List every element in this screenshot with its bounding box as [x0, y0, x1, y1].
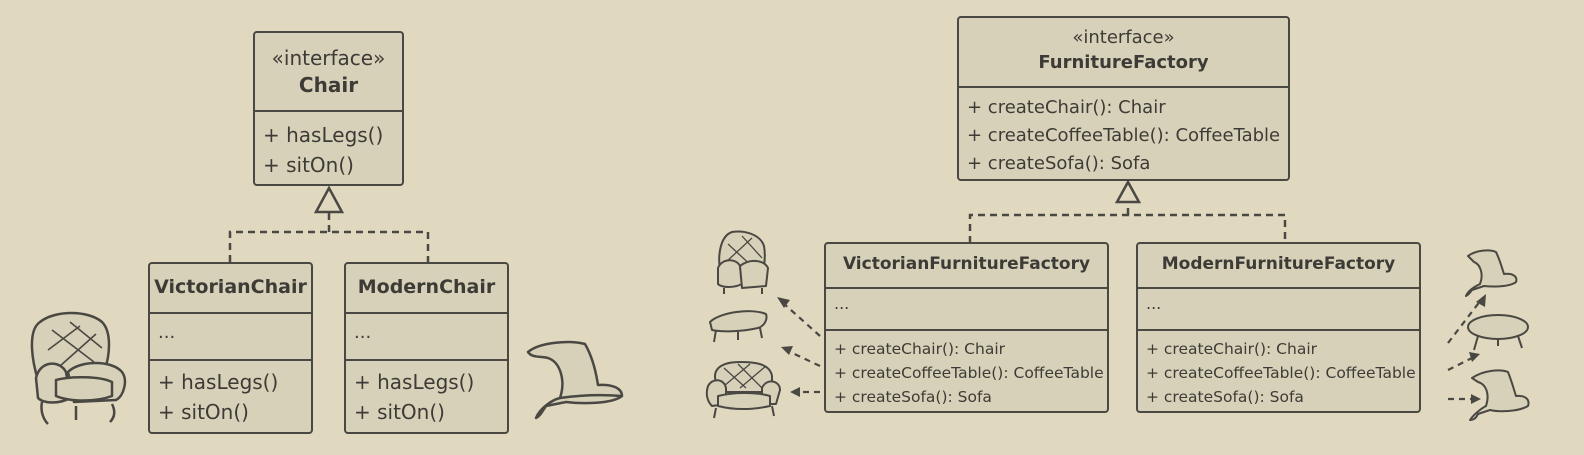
field: ... [1146, 294, 1162, 313]
modern-chair-name: ModernChair [357, 276, 496, 298]
modern-furniture-factory-name: ModernFurnitureFactory [1161, 254, 1396, 274]
victorian-chair-methods: + hasLegs() + sitOn() [150, 359, 311, 432]
modern-chair-fields: ... [346, 312, 507, 359]
modern-sofa-icon [1469, 369, 1530, 421]
method: + createChair(): Chair [1146, 340, 1318, 358]
method: + hasLegs() [354, 370, 475, 394]
method: + createCoffeeTable(): CoffeeTable [1146, 364, 1416, 382]
victorian-armchair-icon [30, 311, 127, 425]
method: + sitOn() [354, 400, 445, 424]
method: + createSofa(): Sofa [967, 153, 1151, 174]
victorian-product-arrows [781, 301, 821, 394]
victorian-chair-class-box: VictorianChair ... + hasLegs() + sitOn() [148, 262, 313, 434]
victorian-chair-header: VictorianChair [150, 264, 311, 312]
victorian-chair-small-icon [717, 230, 769, 294]
modern-furniture-factory-methods: + createChair(): Chair + createCoffeeTab… [1138, 329, 1419, 411]
method: + createSofa(): Sofa [834, 388, 992, 406]
modern-coffee-table-icon [1467, 314, 1529, 351]
method: + createSofa(): Sofa [1146, 388, 1304, 406]
victorian-furniture-factory-fields: ... [826, 287, 1107, 329]
field: ... [834, 294, 850, 313]
furniture-factory-stereotype: «interface» [1072, 27, 1175, 48]
modern-furniture-factory-fields: ... [1138, 287, 1419, 329]
chair-interface-box: «interface» Chair + hasLegs() + sitOn() [253, 31, 404, 186]
modern-chair-methods: + hasLegs() + sitOn() [346, 359, 507, 432]
method: + sitOn() [263, 153, 354, 177]
modern-product-arrows [1447, 299, 1482, 401]
modern-furniture-factory-header: ModernFurnitureFactory [1138, 244, 1419, 287]
furniture-factory-name: FurnitureFactory [1038, 52, 1209, 73]
chair-interface-methods: + hasLegs() + sitOn() [255, 110, 402, 184]
victorian-furniture-factory-name: VictorianFurnitureFactory [842, 254, 1091, 274]
furniture-factory-methods: + createChair(): Chair + createCoffeeTab… [959, 86, 1288, 179]
victorian-coffee-table-icon [709, 310, 768, 343]
modern-chair-header: ModernChair [346, 264, 507, 312]
victorian-chair-fields: ... [150, 312, 311, 359]
victorian-furniture-factory-methods: + createChair(): Chair + createCoffeeTab… [826, 329, 1107, 411]
method: + hasLegs() [263, 123, 384, 147]
method: + createCoffeeTable(): CoffeeTable [834, 364, 1104, 382]
method: + createCoffeeTable(): CoffeeTable [967, 125, 1281, 146]
modern-chair-class-box: ModernChair ... + hasLegs() + sitOn() [344, 262, 509, 434]
furniture-factory-header: «interface» FurnitureFactory [959, 18, 1288, 86]
method: + sitOn() [158, 400, 249, 424]
method: + createChair(): Chair [834, 340, 1006, 358]
modern-chair-small-icon [1465, 249, 1518, 297]
victorian-furniture-factory-box: VictorianFurnitureFactory ... + createCh… [824, 242, 1109, 413]
furniture-factory-interface-box: «interface» FurnitureFactory + createCha… [957, 16, 1290, 181]
modern-chair-icon [526, 340, 624, 420]
victorian-sofa-icon [705, 361, 781, 419]
method: + createChair(): Chair [967, 97, 1166, 118]
victorian-furniture-factory-header: VictorianFurnitureFactory [826, 244, 1107, 287]
furniture-factory-realization-connector [968, 179, 1287, 243]
victorian-chair-name: VictorianChair [154, 276, 307, 298]
method: + hasLegs() [158, 370, 279, 394]
modern-furniture-factory-box: ModernFurnitureFactory ... + createChair… [1136, 242, 1421, 413]
chair-stereotype: «interface» [271, 46, 386, 70]
field: ... [158, 322, 176, 343]
chair-realization-connector [228, 185, 430, 262]
chair-interface-header: «interface» Chair [255, 33, 402, 110]
chair-interface-name: Chair [298, 73, 359, 97]
field: ... [354, 322, 372, 343]
